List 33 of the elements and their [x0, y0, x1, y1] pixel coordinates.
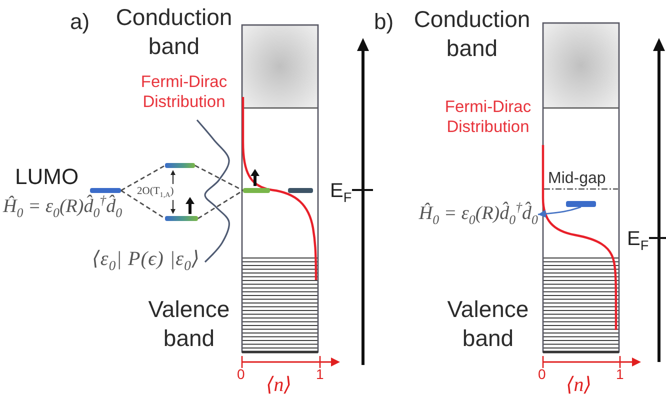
splitting-label: 2O(T$_{1,A}$)	[137, 186, 174, 198]
band-label: Conduction band	[412, 5, 532, 62]
level-label: Mid-gap	[548, 170, 606, 188]
equation: Ĥ$_{0}$ = ε$_{0}$(R)d̂$_{0}$$^{†}$d̂$_{0}$	[418, 204, 538, 225]
curve-label: Fermi-Dirac Distribution	[140, 72, 228, 112]
dashed-line	[194, 164, 244, 192]
dashed-line	[120, 164, 166, 192]
tick-label: 0	[538, 367, 546, 382]
tick-label: 0	[237, 367, 245, 382]
dashed-line	[120, 190, 166, 220]
equation: Ĥ$_{0}$ = ε$_{0}$(R)d̂$_{0}$$^{†}$d̂$_{0}$	[3, 197, 122, 218]
curve-label: Fermi-Dirac Distribution	[444, 97, 532, 137]
dashed-line	[198, 190, 244, 220]
band-label: Conduction band	[114, 3, 234, 60]
axis-label: E$_{F}$	[627, 228, 649, 250]
energy-level-bar	[288, 188, 313, 193]
energy-level-bar	[566, 201, 596, 207]
band-label: Valence band	[446, 295, 530, 352]
equation: ⟨ε$_{0}$| P(ϵ) |ε$_{0}$⟩	[92, 248, 200, 270]
energy-level-bar	[90, 188, 121, 193]
tick-label: 1	[616, 367, 624, 382]
band-label: Valence band	[147, 295, 231, 352]
level-label: LUMO	[15, 165, 79, 190]
panel-label: a)	[70, 10, 90, 34]
axis-label: E$_{F}$	[330, 180, 352, 202]
energy-level-bar	[165, 163, 195, 168]
tick-label: 1	[316, 367, 324, 382]
axis-title: ⟨n⟩	[266, 374, 292, 396]
energy-level-bar	[165, 216, 198, 221]
energy-level-bar	[243, 188, 270, 193]
arrow	[538, 206, 582, 218]
panel-label: b)	[374, 10, 394, 34]
axis-title: ⟨n⟩	[566, 374, 592, 396]
